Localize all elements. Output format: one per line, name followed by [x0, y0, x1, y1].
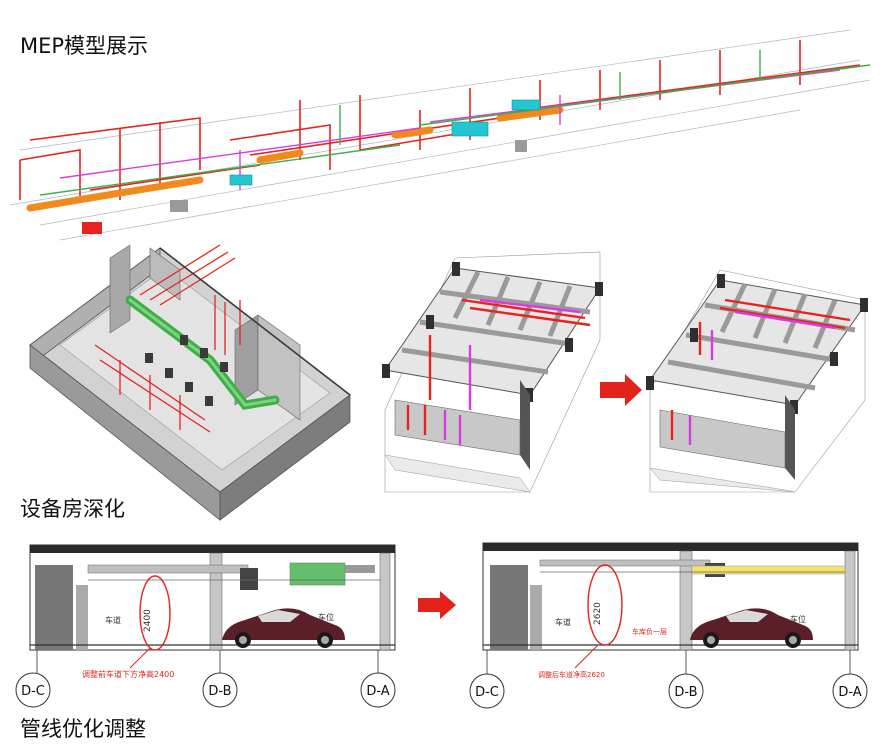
car-illustration [222, 608, 345, 648]
axis-marker-dc [469, 673, 505, 709]
mep-model-illustration [9, 29, 871, 241]
axis-label-da: D-A [838, 685, 861, 700]
clear-height-value: 2400 [143, 609, 153, 632]
axis-label-db: D-B [208, 684, 231, 699]
section-before [15, 544, 396, 708]
axis-label-dc: D-C [21, 684, 45, 699]
mep-model-heading: MEP模型展示 [20, 34, 149, 58]
right-arrow-icon [600, 374, 642, 406]
axis-label-da: D-A [366, 684, 389, 699]
axis-marker-db [668, 673, 704, 709]
right-arrow-icon [418, 591, 456, 619]
axis-marker-db [202, 672, 238, 708]
before-note: 调整前车道下方净高2400 [82, 669, 174, 679]
slab-before-model [382, 251, 603, 493]
axis-marker-da [832, 673, 868, 709]
clear-height-value: 2620 [593, 602, 603, 625]
after-note: 调整后车道净高2620 [538, 670, 605, 679]
lane-label: 车道 [555, 617, 571, 627]
axis-marker-da [360, 672, 396, 708]
car-illustration [690, 608, 813, 648]
parking-label: 车位 [318, 612, 334, 622]
equipment-room-heading: 设备房深化 [20, 497, 125, 521]
parking-label: 车位 [790, 614, 806, 624]
axis-label-db: D-B [674, 685, 697, 700]
section-after [469, 542, 868, 709]
axis-label-dc: D-C [475, 685, 499, 700]
slab-after-model [646, 269, 868, 493]
axis-marker-dc [15, 672, 51, 708]
equipment-room-model [29, 244, 351, 521]
pipeline-optimization-heading: 管线优化调整 [20, 717, 146, 741]
floor-note: 车库负一层 [632, 627, 667, 636]
lane-label: 车道 [105, 615, 121, 625]
